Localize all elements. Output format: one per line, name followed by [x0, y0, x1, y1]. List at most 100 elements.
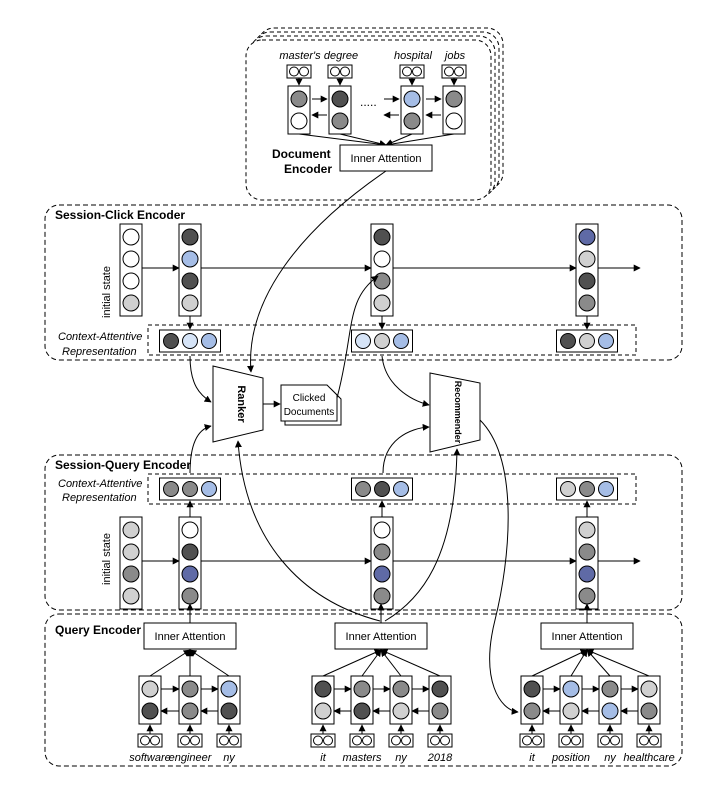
doc-rnn-state-cell	[290, 90, 308, 108]
click-state-cell	[181, 294, 199, 312]
document-encoder-label-2: Encoder	[284, 162, 332, 176]
clicked-documents-label-1: Clicked	[293, 393, 326, 404]
doc-word-embedding-cell	[444, 66, 454, 77]
recommender-to-query3-arrow	[479, 419, 519, 715]
query-inner-attention-label: Inner Attention	[346, 631, 417, 643]
query-rnn-state-cell	[353, 680, 371, 698]
click-state-cell	[181, 250, 199, 268]
session-query-encoder-title: Session-Query Encoder	[55, 458, 191, 472]
squery-initial-state-cell	[122, 543, 140, 561]
squery-initial-state-box	[119, 516, 143, 610]
query-word-embedding-cell	[440, 735, 450, 746]
doc-word: hospital	[394, 50, 432, 62]
query-word: ny	[223, 752, 236, 764]
query-rnn-state-cell	[523, 702, 541, 720]
query-to-attention-arrow	[361, 649, 382, 677]
doc-to-attention-arrow	[339, 133, 387, 147]
click-context-vector-cell	[182, 333, 198, 349]
query-rnn-state-cell	[601, 680, 619, 698]
query-word-embedding-cell	[229, 735, 239, 746]
click-state-cell	[578, 250, 596, 268]
query-to-attention-arrow	[586, 649, 611, 677]
query-rnn-state-cell	[562, 702, 580, 720]
session-click-encoder-title: Session-Click Encoder	[55, 208, 185, 222]
squery-state-cell	[181, 565, 199, 583]
query2-attention-to-ranker-arrow	[234, 440, 381, 622]
query-inner-attention-label: Inner Attention	[155, 631, 226, 643]
query-rnn-state-cell	[181, 680, 199, 698]
click-state-cell	[578, 272, 596, 290]
click-state-cell	[373, 294, 391, 312]
doc-to-attention-arrow	[298, 133, 387, 148]
recommender-label: Recommender	[453, 381, 463, 444]
query-to-attention-arrow	[189, 649, 230, 677]
query-rnn-state-cell	[314, 680, 332, 698]
query-rnn-state-cell	[640, 702, 658, 720]
doc-inner-attention-label: Inner Attention	[351, 153, 422, 165]
doc-word-embedding-cell	[402, 66, 412, 77]
query-rnn-state-cell	[562, 680, 580, 698]
query-word: ny	[395, 752, 408, 764]
squery-context-vector-cell	[560, 481, 576, 497]
ellipsis: .....	[360, 95, 377, 109]
doc-rnn-state-cell	[403, 112, 421, 130]
squery-state-cell	[578, 587, 596, 605]
query-to-attention-arrow	[586, 649, 650, 677]
query-inner-attention-box	[334, 622, 428, 650]
click-context-vector-cell	[598, 333, 614, 349]
click-initial-state-box	[119, 223, 143, 317]
squery-context-vector-cell	[374, 481, 390, 497]
query-encoder-title: Query Encoder	[55, 623, 141, 637]
query-word: healthcare	[623, 752, 674, 764]
doc-word-embedding-cell	[289, 66, 299, 77]
click-context-vector-cell	[560, 333, 576, 349]
doc-word-embedding-cell	[330, 66, 340, 77]
query-word-embedding-cell	[150, 735, 160, 746]
squery-state-cell	[181, 587, 199, 605]
query-rnn-state-cell	[141, 702, 159, 720]
clicked-documents-label-2: Documents	[284, 407, 335, 418]
click-initial-state-cell	[122, 272, 140, 290]
connections	[189, 170, 519, 715]
squery-context-vector-cell	[163, 481, 179, 497]
query-word-embedding-cell	[352, 735, 362, 746]
squery-context-label-1: Context-Attentive	[58, 478, 142, 490]
query-inner-attention-box	[540, 622, 634, 650]
squery-initial-state-cell	[122, 565, 140, 583]
doc-word-embedding-cell	[412, 66, 422, 77]
doc-rnn-state-cell	[445, 112, 463, 130]
query-rnn-state-cell	[601, 702, 619, 720]
click-initial-state-cell	[122, 250, 140, 268]
query-rnn-state-cell	[314, 702, 332, 720]
click-context-label-1: Context-Attentive	[58, 331, 142, 343]
squery-context-vector-cell	[355, 481, 371, 497]
click-state-cell	[373, 228, 391, 246]
query-rnn-state-cell	[220, 702, 238, 720]
query-word-embedding-cell	[532, 735, 542, 746]
query-word-embedding-cell	[401, 735, 411, 746]
query-word-embedding-cell	[430, 735, 440, 746]
squery-state-cell	[373, 543, 391, 561]
query-rnn-state-cell	[392, 680, 410, 698]
click-initial-state-cell	[122, 294, 140, 312]
query-rnn-state-cell	[640, 680, 658, 698]
query-word-embedding-cell	[323, 735, 333, 746]
query-word: engineer	[169, 752, 213, 764]
click-initial-state-cell	[122, 228, 140, 246]
squery-context2-to-recommender-arrow	[382, 423, 430, 474]
click-context-vector-cell	[355, 333, 371, 349]
query-word: masters	[342, 752, 382, 764]
query-to-attention-arrow	[322, 649, 382, 677]
squery-initial-state-cell	[122, 587, 140, 605]
doc-to-ranker-arrow	[246, 170, 387, 373]
doc-rnn-state-cell	[331, 90, 349, 108]
click-state-cell	[578, 294, 596, 312]
squery-context-vector-cell	[201, 481, 217, 497]
squery-initial-state-cell	[122, 521, 140, 539]
squery-state-cell	[181, 543, 199, 561]
click-context-vector-cell	[163, 333, 179, 349]
query-word-embedding-cell	[600, 735, 610, 746]
squery-state-cell	[373, 565, 391, 583]
query-word-embedding-cell	[313, 735, 323, 746]
query-to-attention-arrow	[531, 649, 588, 677]
